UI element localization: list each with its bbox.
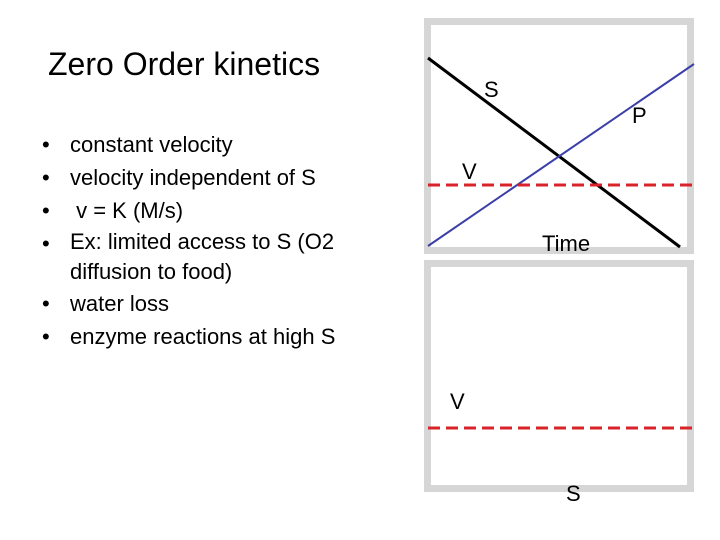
bullet-text: enzyme reactions at high S [70,324,336,349]
bullet-text: water loss [70,291,170,316]
velocity-label-top: V [462,159,477,184]
slide-title: Zero Order kinetics [48,46,321,82]
time-axis-label: Time [542,231,591,256]
product-line [427,63,695,247]
bullet-item: • Ex: limited access to S (O2 diffusion t… [42,227,382,287]
bullet-dot: • [42,324,50,349]
product-label: P [632,103,647,128]
bullet-text: constant velocity [70,132,233,157]
bullet-item: • velocity independent of S [42,161,382,194]
bullet-dot: • [42,165,50,190]
bullet-item: • enzyme reactions at high S [42,320,382,353]
substrate-axis-label: S [566,481,581,506]
time-plot-frame [424,18,694,254]
bullet-item: • water loss [42,287,382,320]
bullet-item: • v = K (M/s) [42,194,382,227]
bullet-text: Ex: limited access to S (O2 diffusion to… [70,229,335,284]
bullet-text: v = K (M/s) [70,198,184,223]
bullet-dot: • [42,198,50,223]
bullet-list: • constant velocity • velocity independent… [42,128,382,353]
velocity-label-bottom: V [450,389,465,414]
bullet-dot: • [42,231,50,256]
bullet-dot: • [42,132,50,157]
substrate-line [427,56,681,249]
bullet-text: velocity independent of S [70,165,316,190]
substrate-label: S [484,77,499,102]
substrate-plot-frame [424,260,694,492]
bullet-item: • constant velocity [42,128,382,161]
bullet-dot: • [42,291,50,316]
